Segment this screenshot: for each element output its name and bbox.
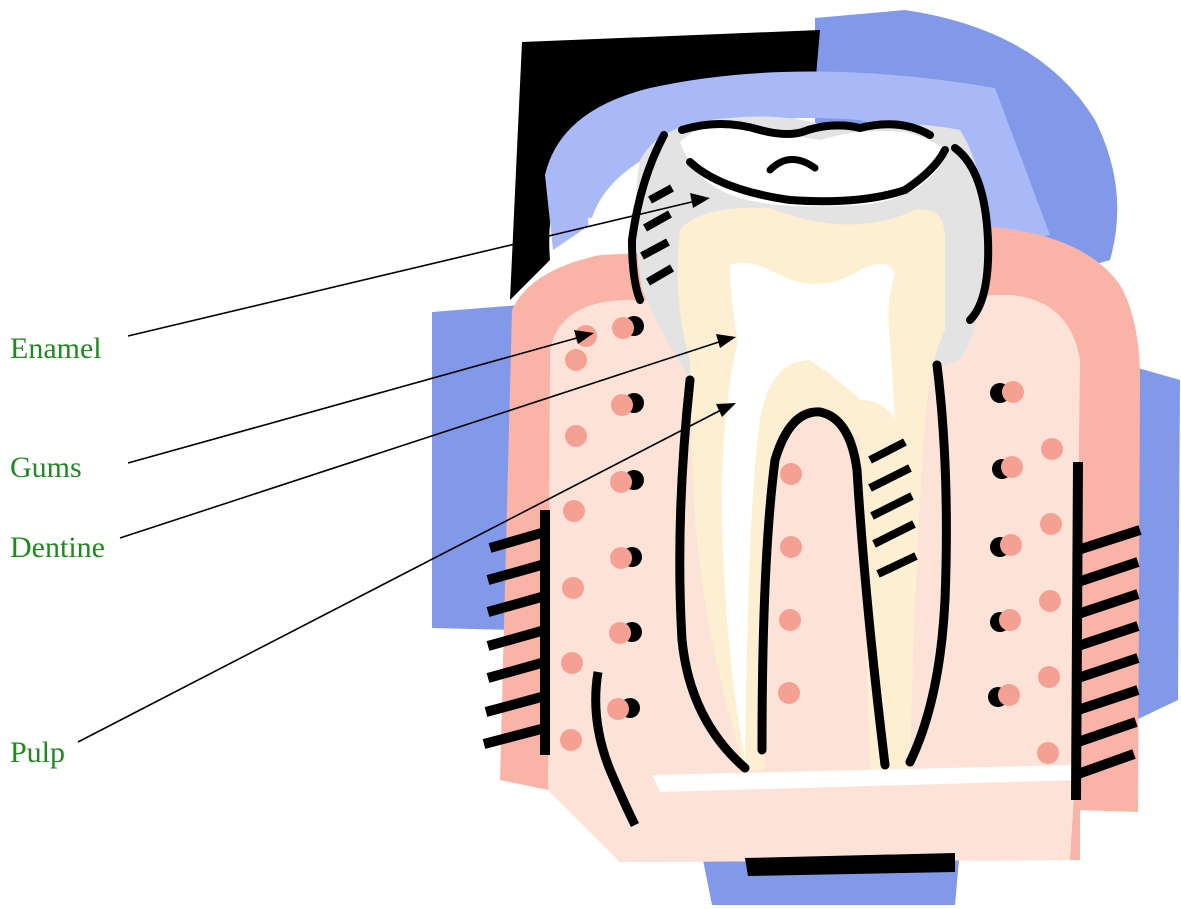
label-pulp: Pulp <box>10 736 65 769</box>
label-dentine: Dentine <box>10 531 105 564</box>
label-enamel: Enamel <box>10 332 102 365</box>
labels: Enamel Gums Dentine Pulp <box>10 332 105 769</box>
label-gums: Gums <box>10 451 82 484</box>
